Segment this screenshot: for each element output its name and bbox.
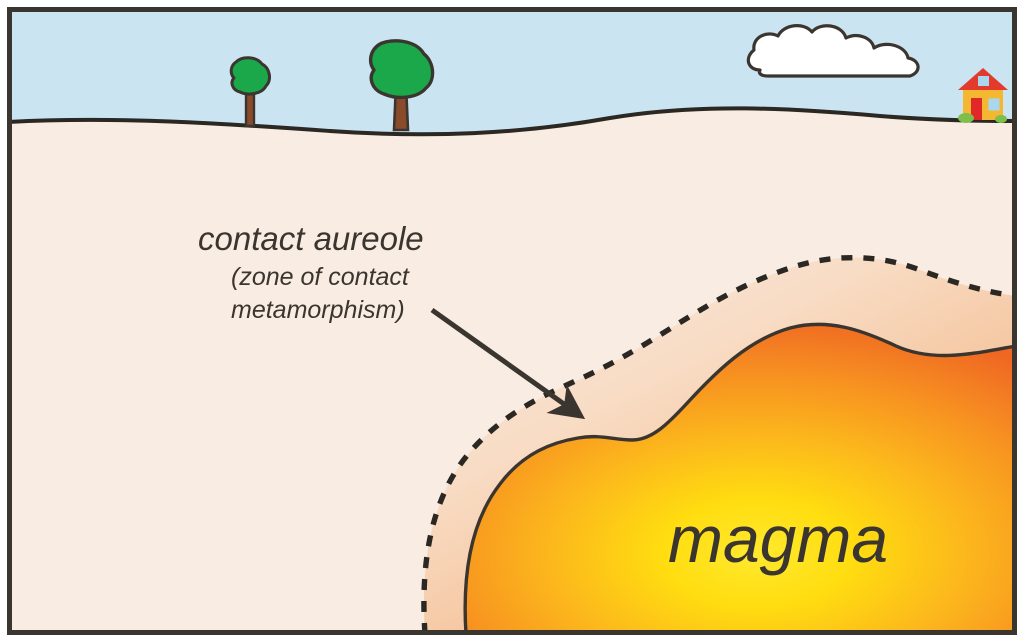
magma-contact-solid-line	[463, 322, 1016, 634]
contact-aureole-sublabel-line2: metamorphism)	[231, 296, 405, 324]
cloud-shape	[746, 24, 920, 78]
magma-label: magma	[668, 502, 888, 576]
tree-small	[229, 56, 271, 128]
house-icon	[958, 68, 1008, 123]
contact-aureole-label: contact aureole	[198, 220, 424, 257]
magma-intrusion-body	[465, 324, 1016, 634]
contact-aureole-dotted-boundary	[421, 254, 1016, 634]
tree-large	[368, 39, 435, 132]
contact-aureole-sublabel-line1: (zone of contact	[231, 263, 410, 291]
aureole-label-arrow	[430, 307, 586, 420]
diagram-border	[7, 7, 1017, 635]
ground-surface-line	[8, 106, 1016, 137]
